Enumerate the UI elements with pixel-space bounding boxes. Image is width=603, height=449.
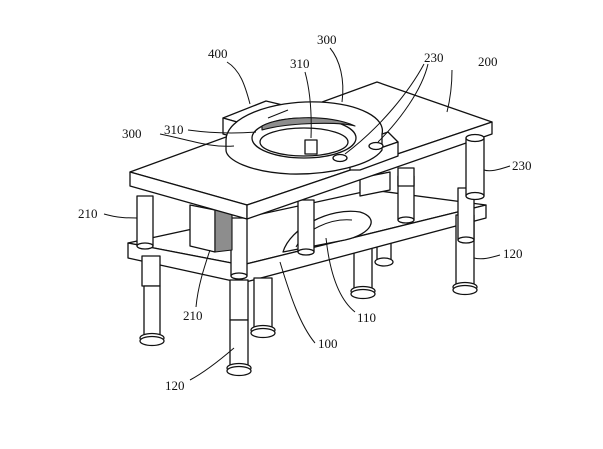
label-210-bottom: 210 — [183, 308, 203, 323]
label-400: 400 — [208, 46, 228, 61]
label-120-right: 120 — [503, 246, 523, 261]
label-100: 100 — [318, 336, 338, 351]
label-210-left: 210 — [78, 206, 98, 221]
label-110: 110 — [357, 310, 376, 325]
label-300-left: 300 — [122, 126, 142, 141]
label-120-left: 120 — [165, 378, 185, 393]
label-230-top: 230 — [424, 50, 444, 65]
label-310-left: 310 — [164, 122, 184, 137]
label-310-top: 310 — [290, 56, 310, 71]
label-200: 200 — [478, 54, 498, 69]
label-300-top: 300 — [317, 32, 337, 47]
label-230-right: 230 — [512, 158, 532, 173]
